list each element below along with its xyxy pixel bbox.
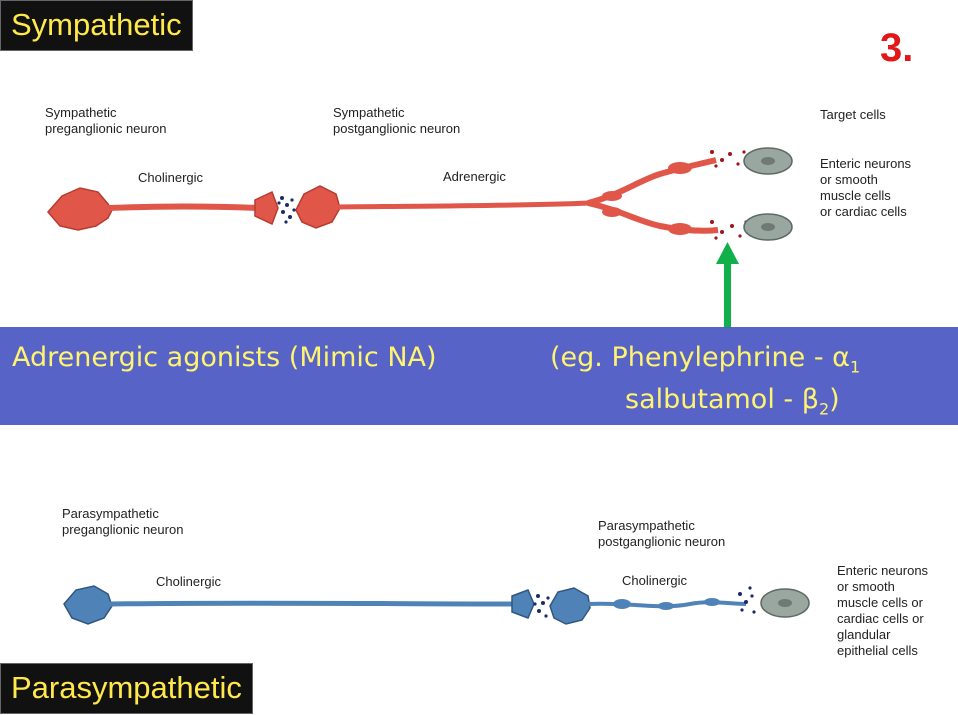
parasympathetic-preganglionic-axon [109, 600, 521, 607]
parasympathetic-preganglionic-soma [63, 585, 113, 625]
sympathetic-terminal-vesicles [710, 150, 748, 240]
sympathetic-ganglion-terminal [254, 190, 279, 226]
beta-subscript: 2 [818, 399, 830, 419]
sympathetic-preganglionic-axon [107, 203, 259, 211]
sympathetic-postganglionic-axon [337, 200, 591, 210]
sympathetic-postganglionic-soma [295, 185, 341, 229]
example-prefix: (eg. Phenylephrine - [550, 342, 833, 373]
sympathetic-preganglionic-soma [47, 187, 113, 231]
sympathetic-pathway [47, 147, 793, 241]
receptor-pointer-arrow [716, 242, 739, 328]
slide-number: 3. [880, 26, 914, 70]
parasympathetic-ganglion-vesicles [533, 594, 550, 618]
second-prefix: salbutamol - [625, 384, 802, 415]
sympathetic-section-label: Sympathetic [0, 0, 193, 51]
sympathetic-postganglionic-label: Sympathetic postganglionic neuron [333, 105, 461, 136]
closing-paren: ) [829, 384, 840, 415]
sympathetic-target-header: Target cells [820, 107, 886, 122]
sympathetic-preganglionic-label: Sympathetic preganglionic neuron [45, 105, 167, 136]
parasympathetic-postganglionic-label: Parasympathetic postganglionic neuron [598, 518, 726, 549]
agonist-banner: Adrenergic agonists (Mimic NA) (eg. Phen… [0, 327, 958, 425]
parasympathetic-preganglionic-type: Cholinergic [156, 574, 222, 589]
sympathetic-postganglionic-type: Adrenergic [443, 169, 506, 184]
parasympathetic-postganglionic-soma [549, 587, 591, 625]
parasympathetic-terminal-vesicles [738, 586, 756, 614]
sympathetic-preganglionic-type: Cholinergic [138, 170, 204, 185]
example-phenylephrine: (eg. Phenylephrine - α1 [550, 342, 860, 376]
beta-symbol: β [801, 384, 819, 415]
parasympathetic-ganglion-terminal [511, 589, 535, 619]
alpha-symbol: α [832, 342, 850, 373]
sympathetic-branch-lower [587, 200, 719, 234]
sympathetic-ganglion-vesicles [277, 196, 296, 224]
parasympathetic-section-label: Parasympathetic [0, 663, 253, 714]
agonist-title: Adrenergic agonists (Mimic NA) [12, 342, 437, 373]
parasympathetic-postganglionic-type: Cholinergic [622, 573, 688, 588]
parasympathetic-preganglionic-label: Parasympathetic preganglionic neuron [62, 506, 184, 537]
example-salbutamol: salbutamol - β2) [625, 384, 840, 418]
alpha-subscript: 1 [849, 357, 861, 377]
sympathetic-target-list: Enteric neurons or smooth muscle cells o… [820, 156, 912, 219]
parasympathetic-target-list: Enteric neurons or smooth muscle cells o… [837, 563, 929, 658]
parasympathetic-pathway [63, 585, 810, 625]
